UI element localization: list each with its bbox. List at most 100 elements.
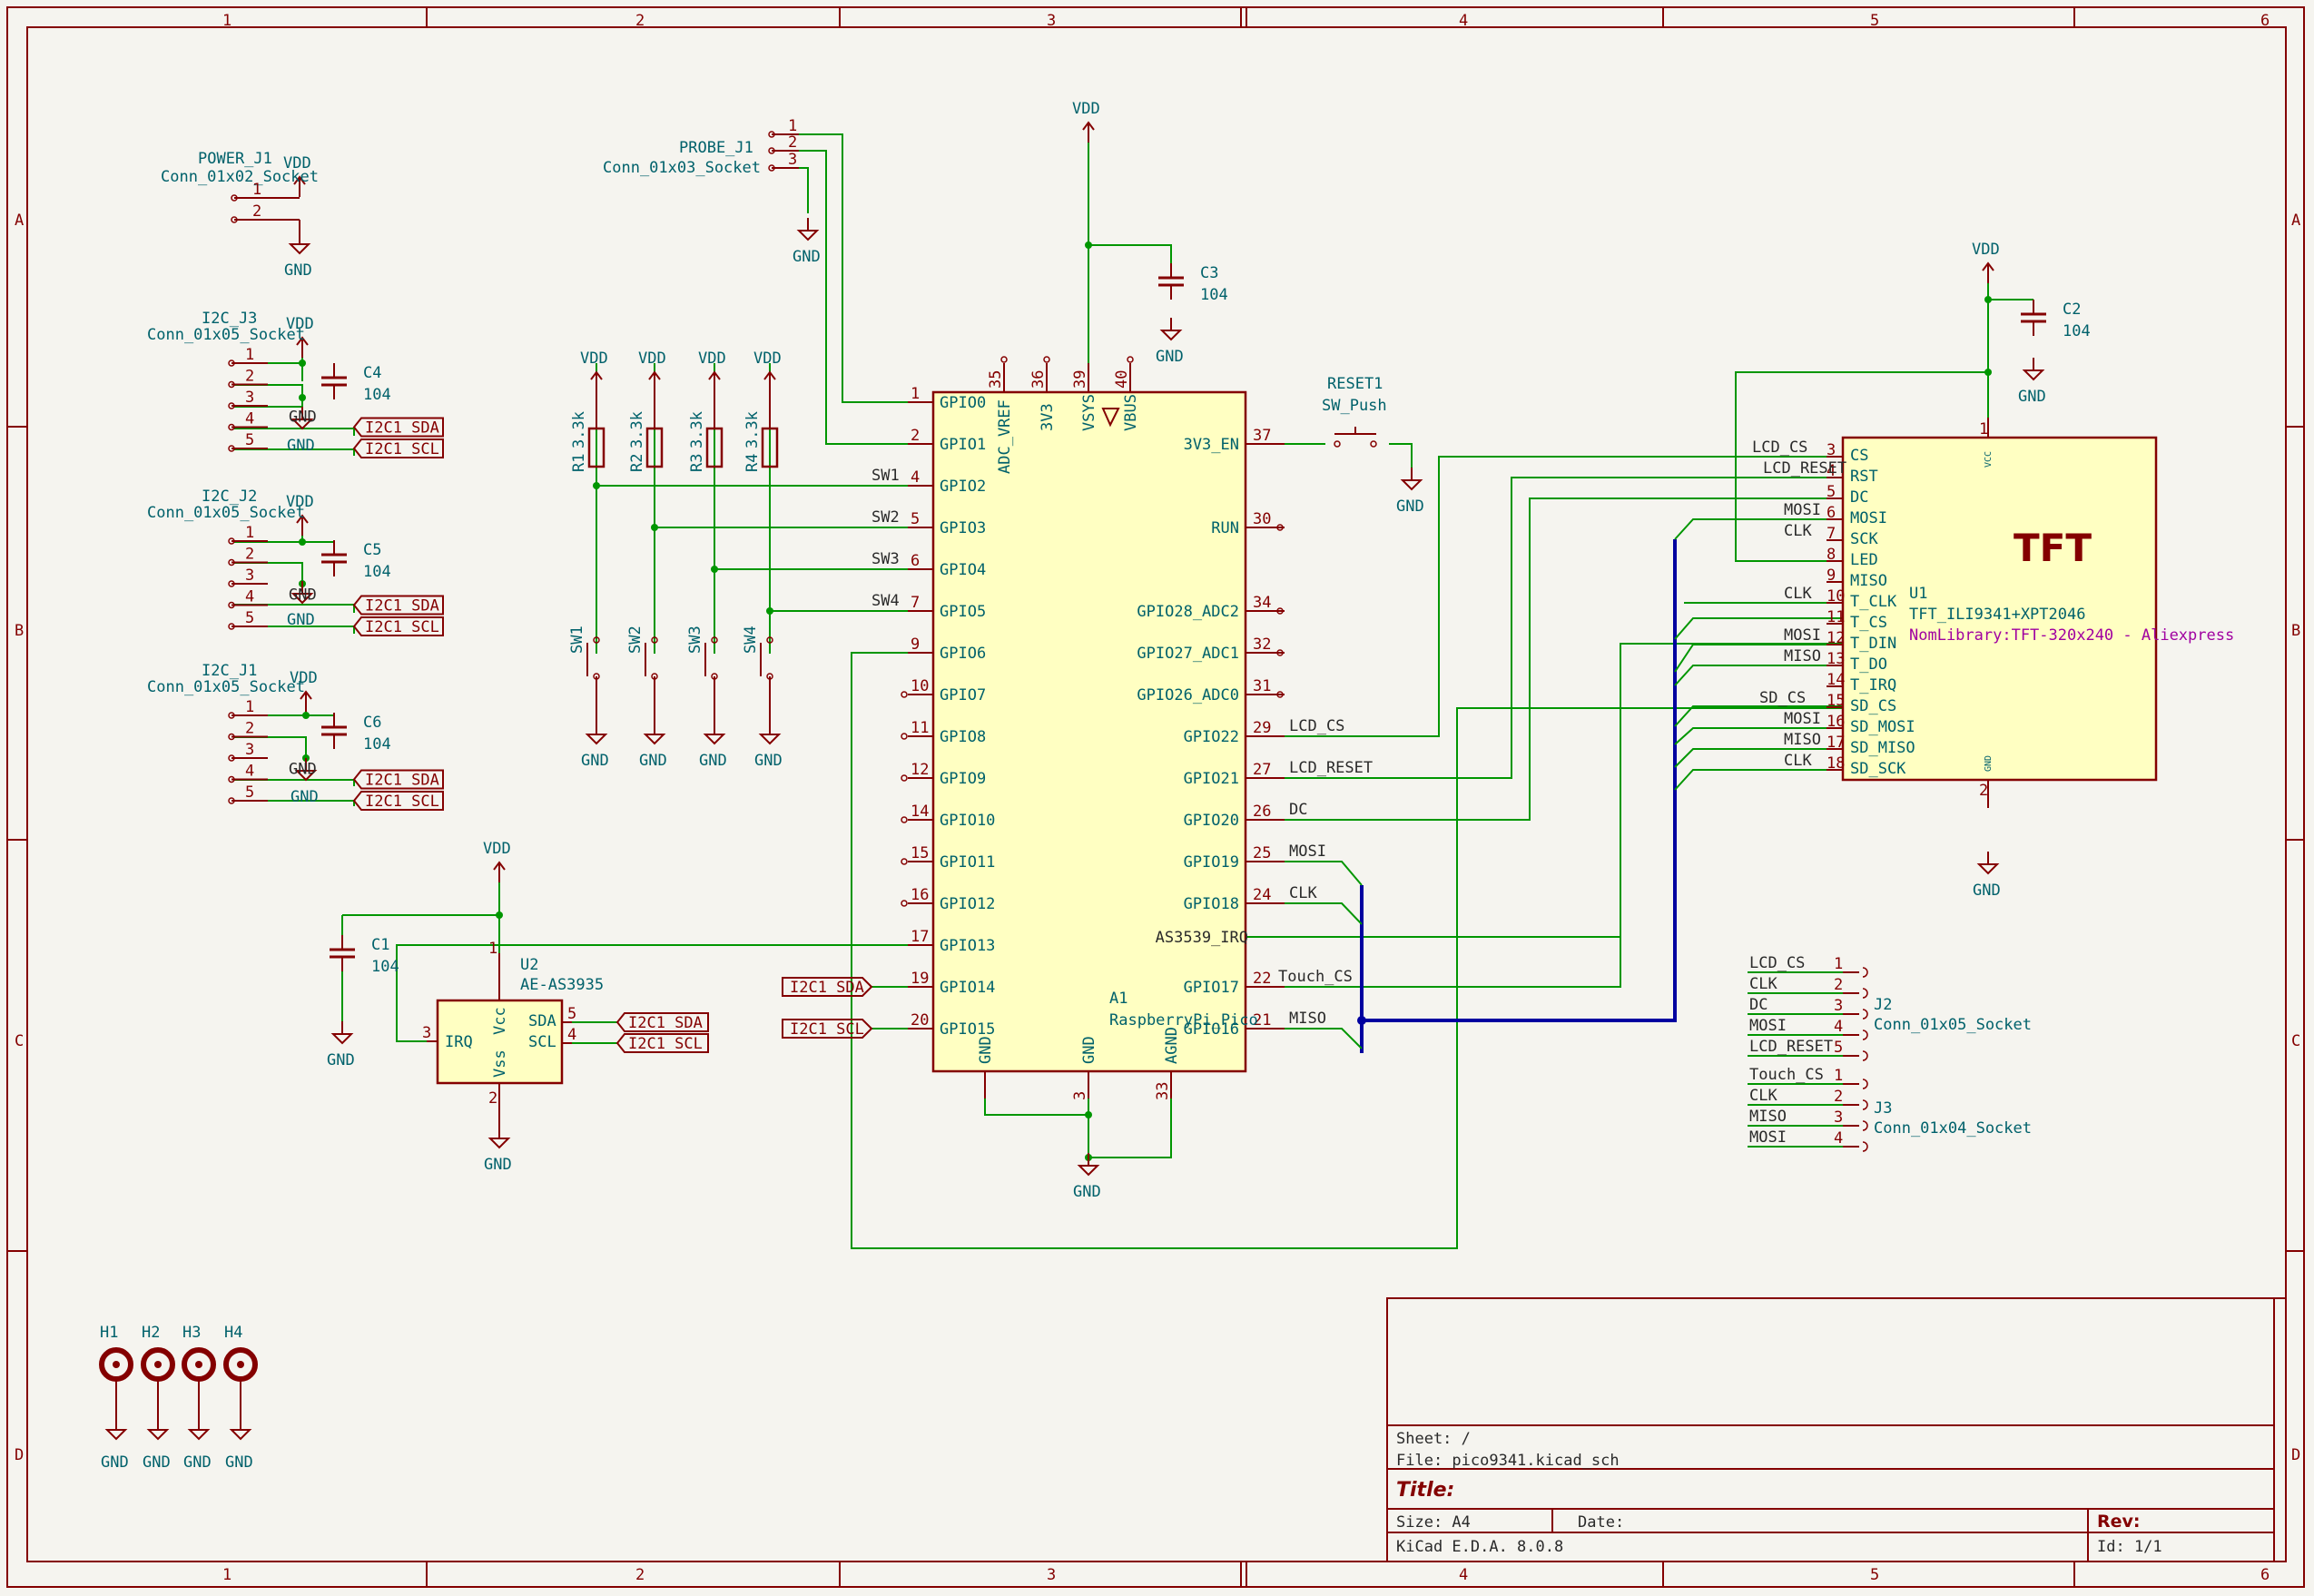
- gnd-symbol: GND: [1073, 1153, 1101, 1201]
- pico-pin-num: 35: [987, 370, 1005, 389]
- tft-ref: U1: [1909, 585, 1927, 603]
- socket-icon: [228, 754, 235, 762]
- border-row-label: B: [15, 622, 24, 640]
- connector-net: Touch_CS: [1749, 1066, 1824, 1084]
- pico-pin-num: 16: [911, 886, 929, 904]
- vdd-symbol: VDD: [283, 154, 311, 197]
- vdd-symbol: VDD: [1972, 241, 2000, 283]
- connector-net: MOSI: [1749, 1128, 1787, 1147]
- tb-tool: KiCad E.D.A. 8.0.8: [1396, 1538, 1563, 1556]
- connector-pin-num: 3: [245, 741, 254, 759]
- tft-pin-name: T_DO: [1850, 655, 1887, 674]
- junctions: [299, 241, 1992, 1161]
- gnd-label: GND: [290, 788, 319, 806]
- vdd-label: VDD: [286, 493, 314, 511]
- gnd-icon: [758, 734, 782, 745]
- pico-pin-name: GPIO5: [940, 603, 986, 621]
- pico-pin-name: GPIO27_ADC1: [1137, 645, 1239, 663]
- border-col-label: 2: [635, 1566, 645, 1584]
- socket-icon: [1862, 1099, 1868, 1110]
- pico-pin-num: 17: [911, 928, 929, 946]
- switch-contact-icon: [593, 636, 600, 644]
- net-label-shape: [352, 791, 444, 811]
- connector-pin-num: 1: [245, 698, 254, 716]
- pico-pin-name: GPIO26_ADC0: [1137, 686, 1239, 704]
- socket-icon: [231, 194, 238, 202]
- tft-net-label: SD_CS: [1759, 689, 1806, 707]
- pico-pin-name: GPIO21: [1184, 770, 1239, 788]
- pico-pin-name: GND: [977, 1036, 995, 1064]
- border-row-label: C: [2291, 1032, 2300, 1050]
- net-label: DC: [1289, 801, 1307, 819]
- pico-pin-name: GND: [1080, 1036, 1098, 1064]
- connector-value: Conn_01x04_Socket: [1874, 1119, 2032, 1138]
- net-label-shape: [615, 1033, 709, 1053]
- switch-contact-icon: [766, 636, 773, 644]
- pico-pin-name: GPIO20: [1184, 812, 1239, 830]
- gnd-symbol: GND: [699, 722, 727, 770]
- connector-net: MISO: [1749, 1108, 1787, 1126]
- no-connect-icon: [1276, 691, 1284, 698]
- hole-center-icon: [237, 1361, 244, 1368]
- tft-u1[interactable]: CS3LCD_CSRST4LCD_RESETDC5MOSI6MOSISCK7CL…: [1752, 418, 2234, 808]
- tft-net-label: LCD_CS: [1752, 438, 1807, 457]
- hole-ref: H4: [224, 1324, 242, 1342]
- socket-icon: [228, 797, 235, 804]
- tft-lib: NomLibrary:TFT-320x240 - Aliexpress: [1909, 626, 2234, 645]
- net-label: LCD_RESET: [1289, 759, 1373, 777]
- vdd-arrow-icon: [763, 370, 776, 380]
- connector-value: Conn_01x05_Socket: [147, 504, 305, 522]
- side-connector: 1LCD_CS2CLK3DC4MOSI5LCD_RESETJ2Conn_01x0…: [1748, 954, 2032, 1061]
- border-col-label: 4: [1459, 1566, 1468, 1584]
- connector-pin-num: 1: [245, 346, 254, 364]
- no-connect-icon: [1276, 607, 1284, 615]
- vdd-symbol: VDD: [698, 350, 726, 392]
- cap-value: 104: [363, 735, 391, 754]
- pico-pin-name: GPIO12: [940, 895, 995, 913]
- tft-pin-name: T_CS: [1850, 614, 1887, 632]
- tft-net-label: CLK: [1784, 522, 1812, 540]
- pico-pin-num: 40: [1113, 370, 1131, 389]
- vdd-label: VDD: [283, 154, 311, 172]
- pico-pin-num: 9: [911, 635, 920, 654]
- pico-pin-name: GPIO3: [940, 519, 986, 537]
- switch-contact-icon: [651, 636, 658, 644]
- no-connect-icon: [901, 900, 908, 907]
- connector-pin-num: 2: [252, 202, 261, 221]
- pico-pin-name: GPIO10: [940, 812, 995, 830]
- gnd-symbol: GND: [2018, 358, 2046, 406]
- gnd-label: GND: [484, 1156, 512, 1174]
- pico-pin-num: 6: [911, 552, 920, 570]
- net-label: LCD_CS: [1289, 717, 1344, 735]
- gnd-label: GND: [2018, 388, 2046, 406]
- u2-as3935[interactable]: IRQ Vcc Vss SDA SCL 1 2 3 5 4 U2 AE-AS39…: [422, 940, 604, 1126]
- tft-pin-num: 9: [1827, 566, 1836, 585]
- vdd-arrow-icon: [648, 370, 661, 380]
- vdd-label: VDD: [753, 350, 782, 368]
- socket-icon: [231, 216, 238, 223]
- pico-pin-name: GPIO6: [940, 645, 986, 663]
- pico-a1[interactable]: GPIO01GPIO12GPIO24GPIO35GPIO46GPIO57GPIO…: [901, 356, 1285, 1100]
- gnd-icon: [294, 770, 318, 782]
- socket-icon: [228, 712, 235, 719]
- tft-net-label: MOSI: [1784, 710, 1821, 728]
- u2-sda-pin: SDA: [528, 1012, 556, 1030]
- connector-pin-num: 3: [1834, 1108, 1843, 1127]
- gnd-label: GND: [327, 1051, 355, 1069]
- connector-value: Conn_01x02_Socket: [161, 168, 319, 186]
- gnd-label: GND: [284, 261, 312, 280]
- net-label: I2C1_SDA: [790, 979, 864, 997]
- net-label: SW4: [871, 592, 900, 610]
- tft-pin-name: SD_SCK: [1850, 760, 1906, 778]
- net-label: I2C1_SDA: [365, 597, 439, 616]
- u2-ref: U2: [520, 956, 538, 974]
- net-label: I2C1_SDA: [365, 772, 439, 790]
- hole-center-icon: [113, 1361, 120, 1368]
- connector-pin-num: 4: [1834, 1018, 1843, 1036]
- resistor: R23.3k: [628, 390, 664, 472]
- gnd-icon: [643, 734, 666, 745]
